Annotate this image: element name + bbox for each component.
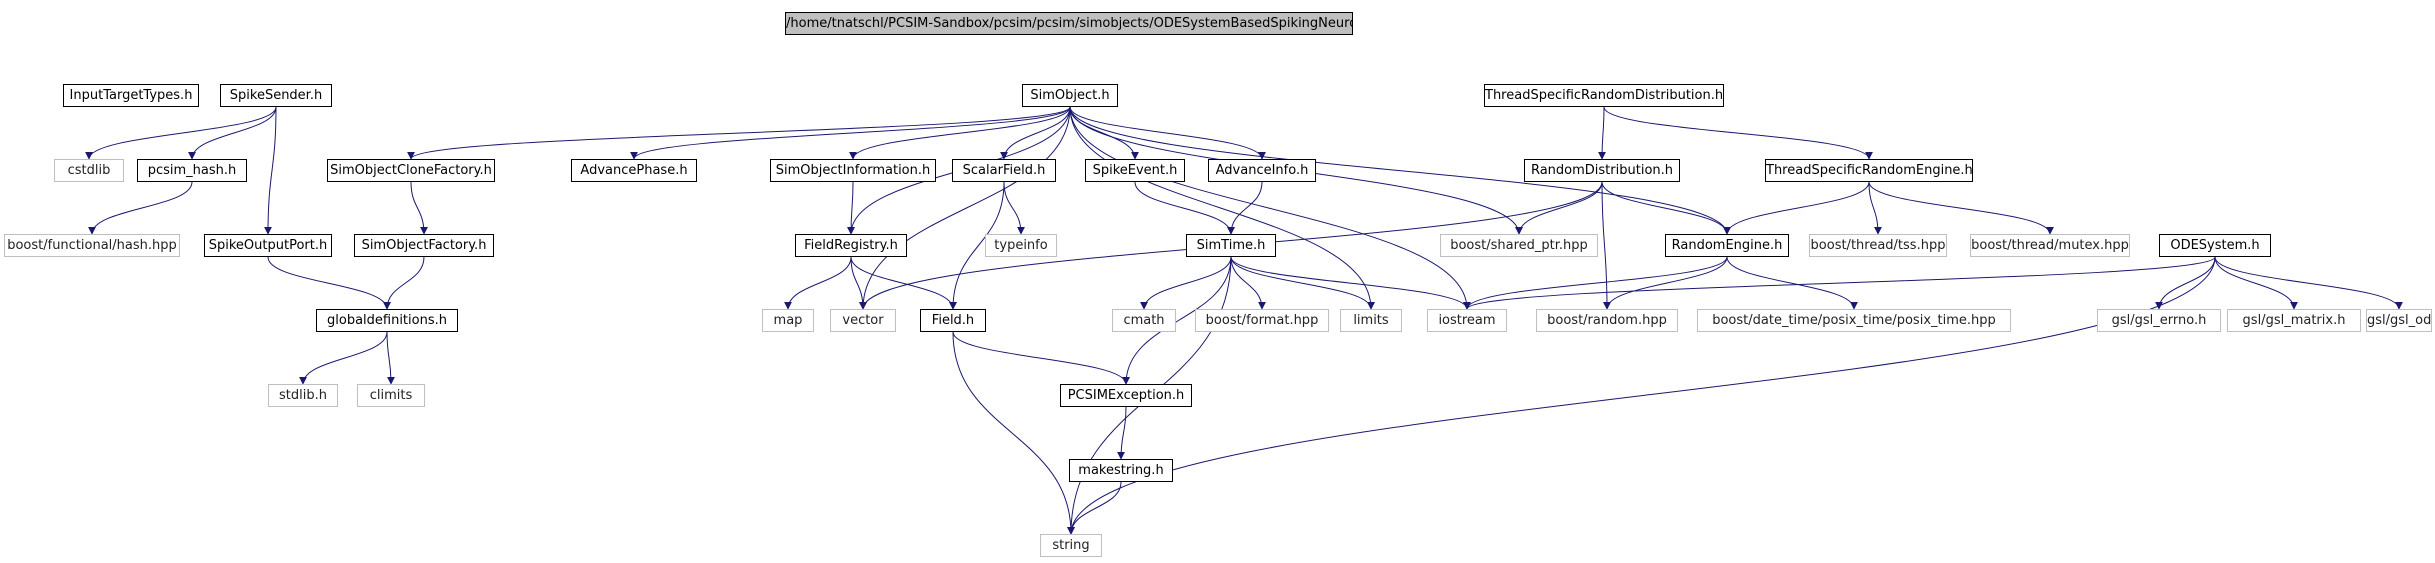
include-edge-fieldregistry-to-map — [784, 256, 852, 310]
boost-thread-tss-node: boost/thread/tss.hpp — [1809, 234, 1947, 257]
include-edge-pcsim-hash-to-boost-functional-hash — [88, 181, 193, 235]
boost-thread-mutex-node: boost/thread/mutex.hpp — [1970, 234, 2130, 257]
simobjectclonefactory-node[interactable]: SimObjectCloneFactory.h — [327, 159, 495, 182]
randomengine-node[interactable]: RandomEngine.h — [1665, 234, 1789, 257]
include-edge-simobject-to-advanceinfo — [1069, 106, 1266, 160]
boost-random-node: boost/random.hpp — [1536, 309, 1678, 332]
include-edge-simtime-to-pcsimexception — [1122, 256, 1232, 385]
gsl-odeiv-node: gsl/gsl_odeiv.h — [2366, 309, 2432, 332]
include-edge-spikesender-to-spikeoutputport — [264, 106, 277, 235]
inputtargettypes-node[interactable]: InputTargetTypes.h — [63, 84, 199, 107]
include-edge-randomdistribution-to-boost-random — [1601, 181, 1611, 310]
stdlib-node: stdlib.h — [268, 384, 338, 407]
advancephase-node[interactable]: AdvancePhase.h — [571, 159, 697, 182]
odesystem-node[interactable]: ODESystem.h — [2159, 234, 2271, 257]
include-edge-simobject-to-simobjectclonefactory — [407, 106, 1071, 160]
makestring-node[interactable]: makestring.h — [1069, 459, 1173, 482]
cstdlib-node: cstdlib — [54, 159, 124, 182]
gsl-matrix-node: gsl/gsl_matrix.h — [2227, 309, 2361, 332]
field-node[interactable]: Field.h — [920, 309, 986, 332]
include-edge-fieldregistry-to-vector — [850, 256, 867, 310]
include-edge-threadspecificrandomengine-to-boost-thread-mutex — [1868, 181, 2054, 235]
include-edge-globaldefinitions-to-stdlib — [299, 331, 388, 385]
include-edge-threadspecificrandomdistribution-to-threadspecificrandomengine — [1603, 106, 1873, 160]
cmath-node: cmath — [1112, 309, 1176, 332]
include-edge-simtime-to-iostream — [1230, 256, 1471, 310]
include-edge-field-to-pcsimexception — [952, 331, 1130, 385]
spikeevent-node[interactable]: SpikeEvent.h — [1085, 159, 1185, 182]
include-edge-simtime-to-boost-format — [1230, 256, 1266, 310]
include-edge-odesystem-to-gsl-errno — [2155, 256, 2216, 310]
include-edge-randomdistribution-to-boost-shared-ptr — [1515, 181, 1603, 235]
include-edge-advanceinfo-to-simtime — [1227, 181, 1263, 235]
globaldefinitions-node[interactable]: globaldefinitions.h — [316, 309, 458, 332]
randomdistribution-node[interactable]: RandomDistribution.h — [1524, 159, 1680, 182]
include-edge-globaldefinitions-to-climits — [386, 331, 395, 385]
include-edge-simobject-to-limits — [1069, 106, 1375, 310]
include-edge-spikeoutputport-to-globaldefinitions — [267, 256, 391, 310]
include-edge-simtime-to-cmath — [1140, 256, 1232, 310]
climits-node: climits — [357, 384, 425, 407]
include-edge-simobject-to-vector — [859, 106, 1071, 310]
include-edge-randomengine-to-iostream — [1463, 256, 1728, 310]
vector-node: vector — [830, 309, 896, 332]
include-edge-pcsimexception-to-makestring — [1117, 406, 1127, 460]
include-edge-scalarfield-to-field — [949, 181, 1005, 310]
boost-format-node: boost/format.hpp — [1195, 309, 1329, 332]
pcsimexception-node[interactable]: PCSIMException.h — [1060, 384, 1192, 407]
include-edge-randomdistribution-to-randomengine — [1601, 181, 1731, 235]
include-edge-simobject-to-iostream — [1069, 106, 1471, 310]
include-edge-fieldregistry-to-field — [850, 256, 957, 310]
pcsim-hash-node[interactable]: pcsim_hash.h — [137, 159, 247, 182]
include-edge-odesystem-to-string — [1067, 256, 2216, 535]
include-edge-simobjectinformation-to-fieldregistry — [847, 181, 856, 235]
string-node: string — [1040, 534, 1102, 557]
include-edge-odesystem-to-gsl-matrix — [2214, 256, 2298, 310]
simobjectfactory-node[interactable]: SimObjectFactory.h — [354, 234, 494, 257]
threadspecificrandomengine-node[interactable]: ThreadSpecificRandomEngine.h — [1765, 159, 1973, 182]
map-node: map — [762, 309, 814, 332]
boost-shared-ptr-node: boost/shared_ptr.hpp — [1440, 234, 1598, 257]
simobjectinformation-node[interactable]: SimObjectInformation.h — [770, 159, 936, 182]
limits-node: limits — [1340, 309, 1402, 332]
include-edge-makestring-to-string — [1067, 481, 1122, 535]
scalarfield-node[interactable]: ScalarField.h — [952, 159, 1056, 182]
include-edge-odesystem-to-gsl-odeiv — [2214, 256, 2403, 310]
include-edge-randomengine-to-boost-posix-time — [1726, 256, 1858, 310]
gsl-errno-node: gsl/gsl_errno.h — [2097, 309, 2221, 332]
include-edge-odesystem-to-iostream — [1463, 256, 2216, 310]
include-edge-scalarfield-to-typeinfo — [1003, 181, 1025, 235]
spikesender-node[interactable]: SpikeSender.h — [220, 84, 332, 107]
include-edge-field-to-string — [952, 331, 1075, 535]
fieldregistry-node[interactable]: FieldRegistry.h — [795, 234, 907, 257]
include-edge-simtime-to-limits — [1230, 256, 1375, 310]
include-edge-simobject-to-randomengine — [1069, 106, 1731, 235]
include-edge-simobjectfactory-to-globaldefinitions — [383, 256, 425, 310]
include-edge-spikeevent-to-simtime — [1134, 181, 1235, 235]
include-edge-simobject-to-scalarfield — [1000, 106, 1071, 160]
boost-posix-time-node: boost/date_time/posix_time/posix_time.hp… — [1697, 309, 2011, 332]
include-edge-simobjectclonefactory-to-simobjectfactory — [410, 181, 428, 235]
include-edge-randomengine-to-boost-random — [1603, 256, 1728, 310]
include-edge-simobject-to-simobjectinformation — [849, 106, 1071, 160]
include-edge-threadspecificrandomengine-to-randomengine — [1723, 181, 1870, 235]
iostream-node: iostream — [1427, 309, 1507, 332]
spikeoutputport-node[interactable]: SpikeOutputPort.h — [204, 234, 332, 257]
threadspecificrandomdistribution-node[interactable]: ThreadSpecificRandomDistribution.h — [1484, 84, 1724, 107]
root-file-node: /home/tnatschl/PCSIM-Sandbox/pcsim/pcsim… — [785, 12, 1353, 35]
simobject-node[interactable]: SimObject.h — [1022, 84, 1118, 107]
typeinfo-node: typeinfo — [985, 234, 1057, 257]
include-edge-threadspecificrandomengine-to-boost-thread-tss — [1868, 181, 1882, 235]
include-edge-simobject-to-advancephase — [630, 106, 1071, 160]
simtime-node[interactable]: SimTime.h — [1186, 234, 1276, 257]
include-edge-threadspecificrandomdistribution-to-randomdistribution — [1598, 106, 1607, 160]
advanceinfo-node[interactable]: AdvanceInfo.h — [1208, 159, 1316, 182]
boost-functional-hash-node: boost/functional/hash.hpp — [4, 234, 180, 257]
include-edge-spikesender-to-pcsim-hash — [188, 106, 277, 160]
include-edge-spikesender-to-cstdlib — [85, 106, 277, 160]
